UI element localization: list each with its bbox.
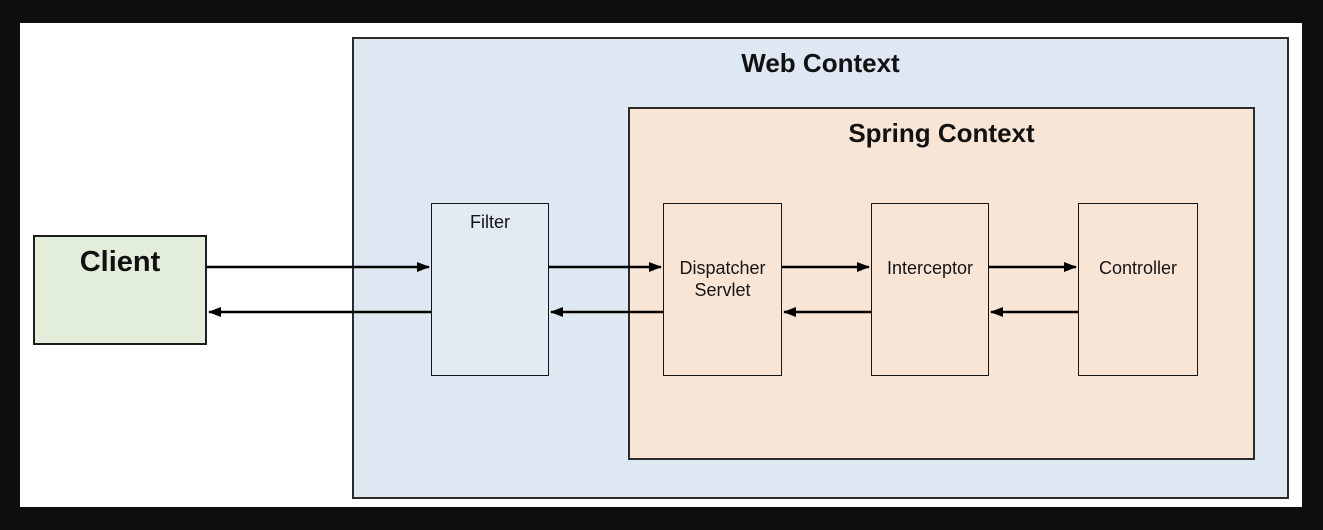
node-interceptor: Interceptor xyxy=(871,203,989,376)
node-dispatcher-servlet: Dispatcher Servlet xyxy=(663,203,782,376)
node-filter-label: Filter xyxy=(470,212,510,232)
node-interceptor-label: Interceptor xyxy=(886,258,974,278)
node-controller-label: Controller xyxy=(1098,258,1178,278)
node-client-label: Client xyxy=(79,246,161,278)
node-filter: Filter xyxy=(431,203,549,376)
node-dispatcher-servlet-label: Dispatcher Servlet xyxy=(679,258,766,300)
node-controller: Controller xyxy=(1078,203,1198,376)
node-client: Client xyxy=(33,235,207,345)
spring-context-title: Spring Context xyxy=(848,118,1035,148)
web-context-title: Web Context xyxy=(741,48,900,78)
